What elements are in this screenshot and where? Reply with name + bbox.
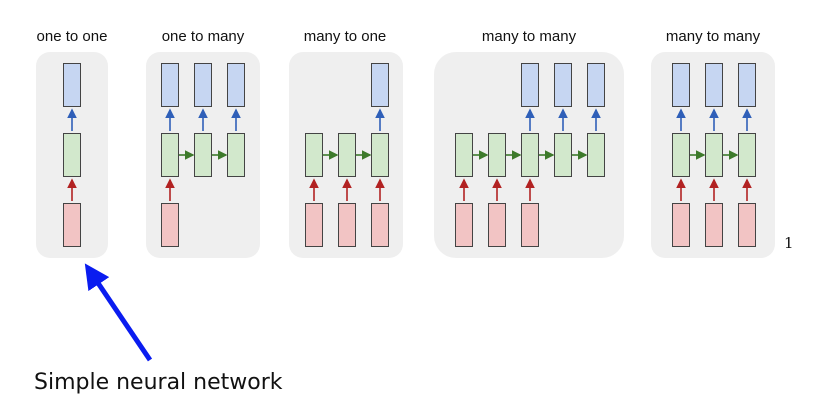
diagram-title: many to many xyxy=(665,28,761,45)
diagram-title: one to one xyxy=(36,28,108,45)
output-cell xyxy=(587,63,605,107)
output-cell xyxy=(521,63,539,107)
input-cell xyxy=(705,203,723,247)
output-cell xyxy=(371,63,389,107)
diagram-title: many to one xyxy=(303,28,387,45)
output-cell xyxy=(705,63,723,107)
input-cell xyxy=(338,203,356,247)
footnote-marker: 1 xyxy=(784,234,794,252)
hidden-state-cell xyxy=(455,133,473,177)
input-cell xyxy=(672,203,690,247)
output-cell xyxy=(554,63,572,107)
hidden-state-cell xyxy=(305,133,323,177)
diagram-title: one to many xyxy=(161,28,245,45)
hidden-state-cell xyxy=(161,133,179,177)
output-cell xyxy=(672,63,690,107)
input-cell xyxy=(738,203,756,247)
input-cell xyxy=(521,203,539,247)
input-cell xyxy=(371,203,389,247)
hidden-state-cell xyxy=(63,133,81,177)
input-cell xyxy=(305,203,323,247)
annotation-arrow xyxy=(84,263,153,362)
output-cell xyxy=(161,63,179,107)
input-cell xyxy=(161,203,179,247)
input-cell xyxy=(488,203,506,247)
input-cell xyxy=(63,203,81,247)
diagram-title: many to many xyxy=(481,28,577,45)
annotation-caption: Simple neural network xyxy=(34,370,283,395)
input-cell xyxy=(455,203,473,247)
output-cell xyxy=(63,63,81,107)
output-cell xyxy=(738,63,756,107)
hidden-state-cell xyxy=(672,133,690,177)
output-cell xyxy=(227,63,245,107)
output-cell xyxy=(194,63,212,107)
